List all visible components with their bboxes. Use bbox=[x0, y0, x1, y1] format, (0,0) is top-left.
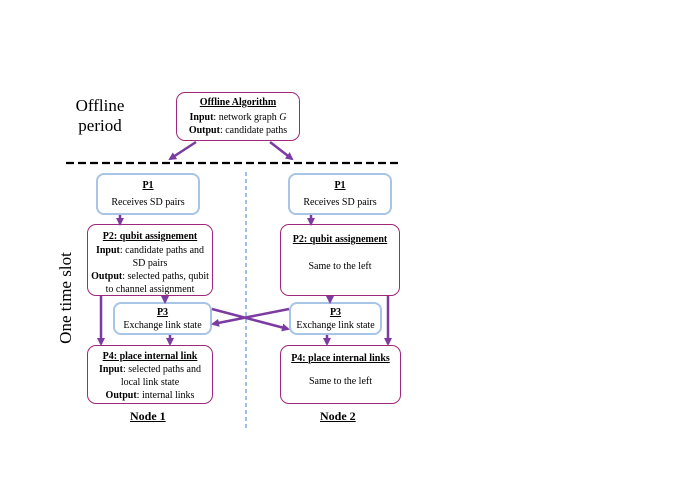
offline-period-label: Offline period bbox=[60, 96, 140, 136]
node2-p2-title: P2: qubit assignement bbox=[292, 234, 388, 245]
node2-p4-box: P4: place internal links Same to the lef… bbox=[280, 345, 401, 404]
node1-p3-title: P3 bbox=[156, 306, 169, 318]
offline-label-line2: period bbox=[78, 116, 122, 135]
node2-p1-title: P1 bbox=[334, 180, 346, 191]
offline-input-var: G bbox=[279, 112, 287, 123]
node1-p2-output-value2: to channel assignment bbox=[105, 284, 195, 295]
node2-p4-title: P4: place internal links bbox=[291, 353, 390, 364]
node1-label: Node 1 bbox=[130, 409, 166, 423]
node2-p1-box: P1 Receives SD pairs bbox=[288, 173, 392, 215]
node1-p1-title: P1 bbox=[142, 180, 154, 191]
node1-p2-input-value2: SD pairs bbox=[132, 258, 168, 269]
node1-p2-title: P2: qubit assignement bbox=[102, 231, 198, 242]
node2-p2-box: P2: qubit assignement Same to the left bbox=[280, 224, 400, 296]
node1-p2-box: P2: qubit assignement Input: candidate p… bbox=[87, 224, 213, 296]
node1-p1-body: Receives SD pairs bbox=[111, 197, 185, 208]
arrow-offline-to-node1 bbox=[168, 140, 197, 161]
node1-p4-input-value2: local link state bbox=[120, 377, 180, 388]
node2-p2-body: Same to the left bbox=[308, 261, 372, 272]
node1-p4-output-value: : internal links bbox=[136, 390, 195, 401]
node2-p4-body: Same to the left bbox=[308, 376, 373, 387]
offline-algorithm-box: Offline Algorithm Input: network graph G… bbox=[176, 92, 300, 141]
node1-p4-box: P4: place internal link Input: selected … bbox=[87, 345, 213, 404]
node1-p4-title: P4: place internal link bbox=[102, 351, 198, 362]
arrow-node2-p3-to-node1-p3 bbox=[211, 307, 290, 327]
offline-label-line1: Offline bbox=[75, 96, 125, 115]
offline-input-key: Input bbox=[189, 112, 214, 123]
node1-p2-output-value: : selected paths, qubit bbox=[122, 271, 209, 282]
node2-p3-title: P3 bbox=[329, 306, 342, 318]
node1-p2-input-value: : candidate paths and bbox=[119, 245, 205, 256]
node1-p4-input-value: : selected paths and bbox=[122, 364, 201, 375]
offline-output-key: Output bbox=[188, 125, 220, 136]
node2-p3-body: Exchange link state bbox=[296, 319, 375, 331]
offline-input-value: : network graph bbox=[213, 112, 280, 123]
offline-output-value: : candidate paths bbox=[219, 125, 288, 136]
arrow-node1-p3-to-node2-p3 bbox=[211, 307, 290, 332]
node2-label: Node 2 bbox=[320, 409, 356, 423]
offline-algorithm-title: Offline Algorithm bbox=[199, 97, 277, 108]
node1-p1-box: P1 Receives SD pairs bbox=[96, 173, 200, 215]
node2-p3-box: P3 Exchange link state bbox=[289, 302, 382, 335]
node1-p4-input-key: Input bbox=[99, 364, 123, 375]
arrow-offline-to-node2 bbox=[269, 141, 294, 161]
node2-p1-body: Receives SD pairs bbox=[303, 197, 377, 208]
node1-p2-output-key: Output bbox=[91, 271, 123, 282]
node1-p4-output-key: Output bbox=[105, 390, 137, 401]
node1-p3-body: Exchange link state bbox=[123, 319, 202, 331]
node1-p2-input-key: Input bbox=[95, 245, 120, 256]
